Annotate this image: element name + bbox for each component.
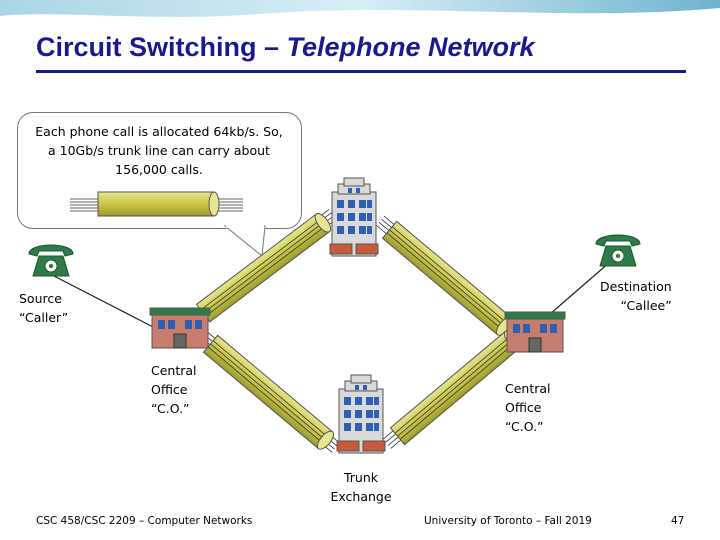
trunk-cable-bottom-left [193, 326, 343, 458]
source-label: Source“Caller” [19, 291, 69, 325]
callout-line-3: 156,000 calls. [115, 162, 203, 177]
footer-course: CSC 458/CSC 2209 – Computer Networks [36, 515, 253, 527]
footer-university: University of Toronto – Fall 2019 [424, 515, 592, 527]
top-wave-decoration [0, 0, 720, 17]
right-central-office-icon [504, 311, 566, 353]
slide-title: Circuit Switching – Telephone Network [36, 32, 535, 63]
callout-tail [223, 225, 266, 257]
source-phone-line [51, 274, 156, 329]
destination-telephone-icon [595, 234, 641, 267]
page-number: 47 [671, 515, 685, 527]
trunk-exchange-building-icon [336, 374, 386, 454]
title-main: Circuit Switching – [36, 32, 287, 62]
callout-text: Each phone call is allocated 64kb/s. So,… [22, 122, 296, 179]
destination-label: Destination“Callee” [600, 279, 672, 313]
title-italic: Telephone Network [286, 32, 535, 62]
title-underline [36, 70, 686, 73]
left-central-office-icon [149, 307, 211, 349]
source-telephone-icon [28, 244, 74, 277]
callout-line-1: Each phone call is allocated 64kb/s. So, [35, 124, 283, 139]
trunk-cable-top-right [372, 212, 522, 344]
callout-line-2: a 10Gb/s trunk line can carry about [48, 143, 270, 158]
callout-cable-icon [70, 191, 243, 217]
top-exchange-building-icon [329, 177, 379, 257]
